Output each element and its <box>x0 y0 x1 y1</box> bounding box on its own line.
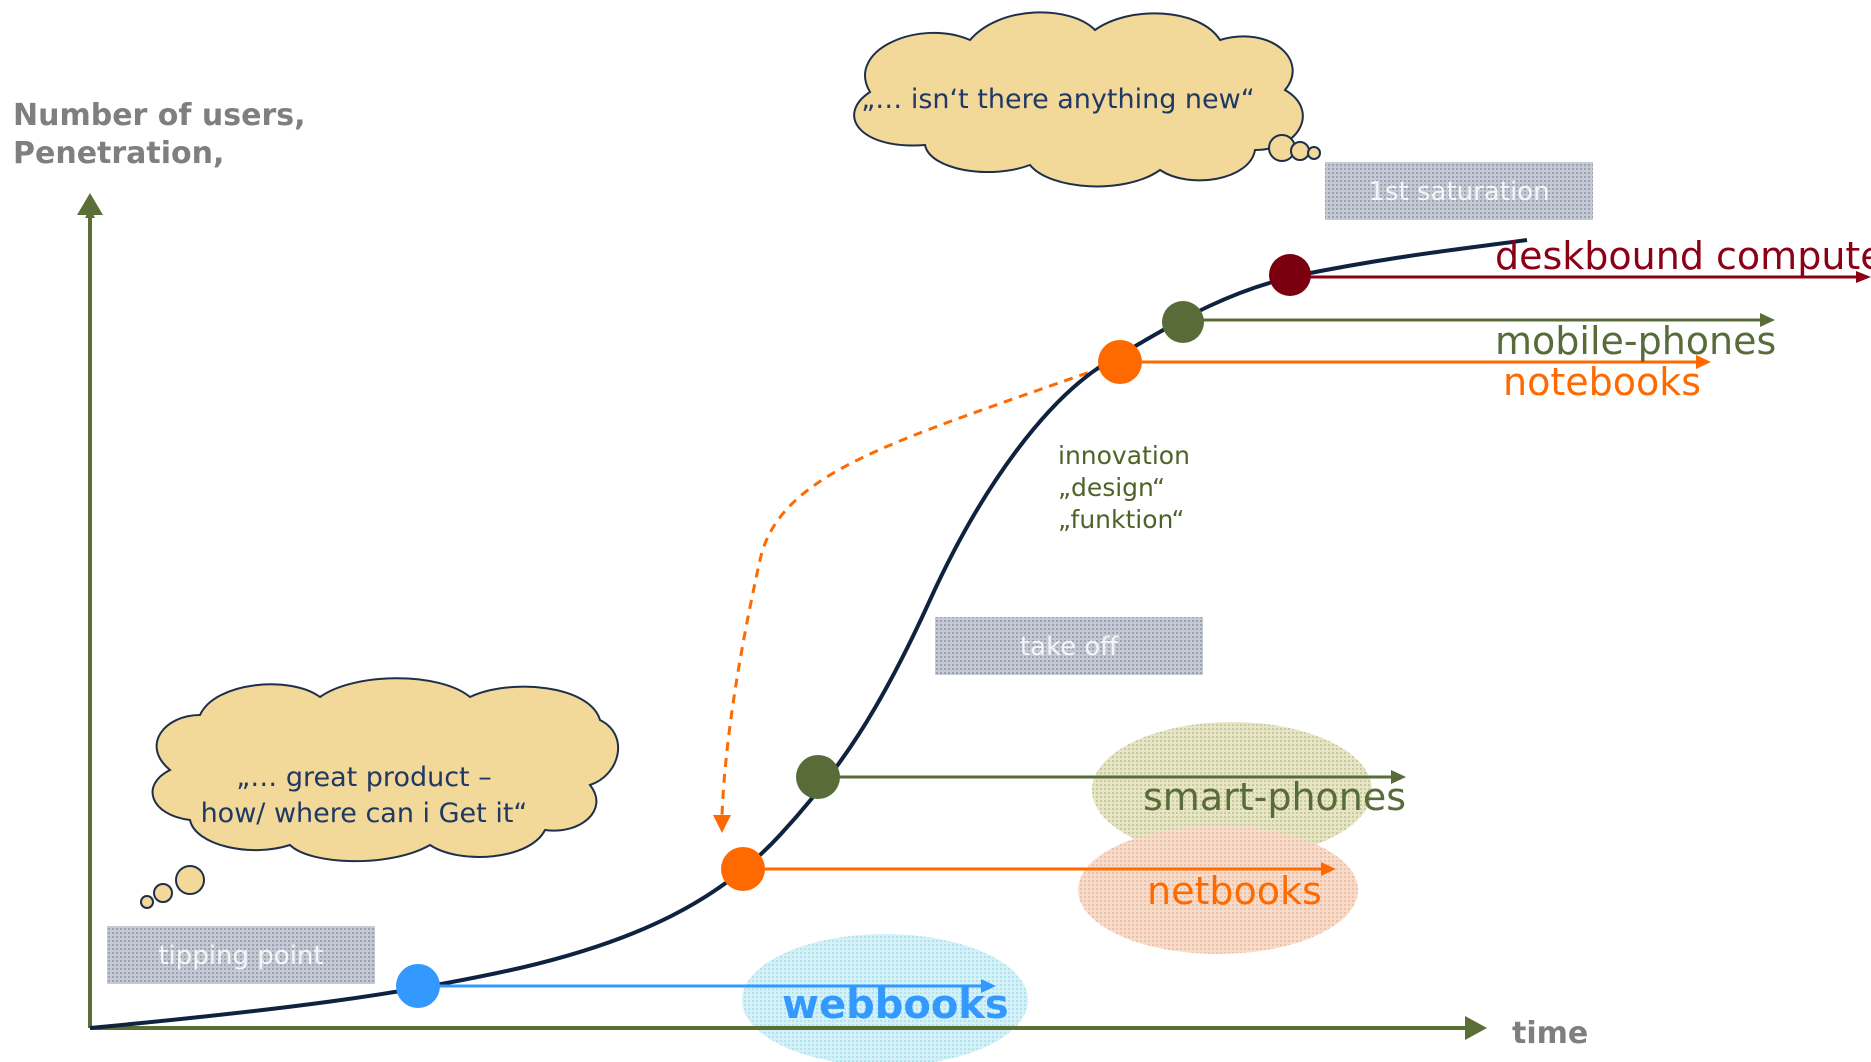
bottom-thought-text-line2: how/ where can i Get it“ <box>201 798 528 829</box>
netbooks-arrowhead <box>1321 862 1336 876</box>
netbooks-ellipse <box>1078 826 1358 954</box>
webbooks-point <box>396 964 440 1008</box>
webbooks-ellipse <box>742 934 1028 1062</box>
tipping-point-label: tipping point <box>158 941 323 971</box>
take-off-box <box>935 617 1203 675</box>
smart-phones-ellipse <box>1092 722 1372 858</box>
y-axis-arrowhead <box>77 193 103 215</box>
smart-phones-label: smart-phones <box>1143 775 1406 819</box>
bottom-thought-cloud <box>140 677 619 909</box>
deskbound-point <box>1269 254 1311 296</box>
bottom-thought-text-line1: „… great product – <box>236 762 491 793</box>
mobile-phones-arrowhead <box>1760 313 1775 327</box>
mobile-phones-point <box>1162 301 1204 343</box>
innovation-note-line3: „funktion“ <box>1058 505 1185 534</box>
innovation-note-line2: „design“ <box>1058 473 1165 502</box>
innovation-dashed-arrow <box>720 360 1119 816</box>
x-axis-arrowhead <box>1465 1016 1487 1040</box>
netbooks-point <box>721 847 765 891</box>
saturation-box <box>1325 162 1593 220</box>
mobile-phones-label: mobile-phones <box>1495 319 1776 363</box>
notebooks-point <box>1098 340 1142 384</box>
deskbound-arrowhead <box>1856 271 1871 283</box>
smart-phones-point <box>796 755 840 799</box>
deskbound-label: deskbound computer <box>1495 234 1871 278</box>
innovation-note-line1: innovation <box>1058 441 1190 470</box>
tipping-point-box <box>107 926 375 984</box>
take-off-label: take off <box>1020 632 1119 662</box>
notebooks-arrowhead <box>1696 355 1711 369</box>
top-thought-text: „… isn‘t there anything new“ <box>861 84 1254 115</box>
y-axis-label-line1: Number of users, <box>13 98 306 133</box>
smart-phones-arrowhead <box>1391 770 1406 784</box>
x-axis-label: time <box>1512 1016 1588 1051</box>
top-thought-cloud <box>853 11 1321 188</box>
notebooks-label: notebooks <box>1503 360 1701 404</box>
webbooks-label: webbooks <box>782 982 1009 1028</box>
y-axis-label-line2: Penetration, <box>13 136 224 171</box>
innovation-dashed-arrowhead <box>713 815 731 833</box>
netbooks-label: netbooks <box>1147 869 1322 913</box>
saturation-label: 1st saturation <box>1368 177 1549 207</box>
webbooks-arrowhead <box>981 979 996 993</box>
